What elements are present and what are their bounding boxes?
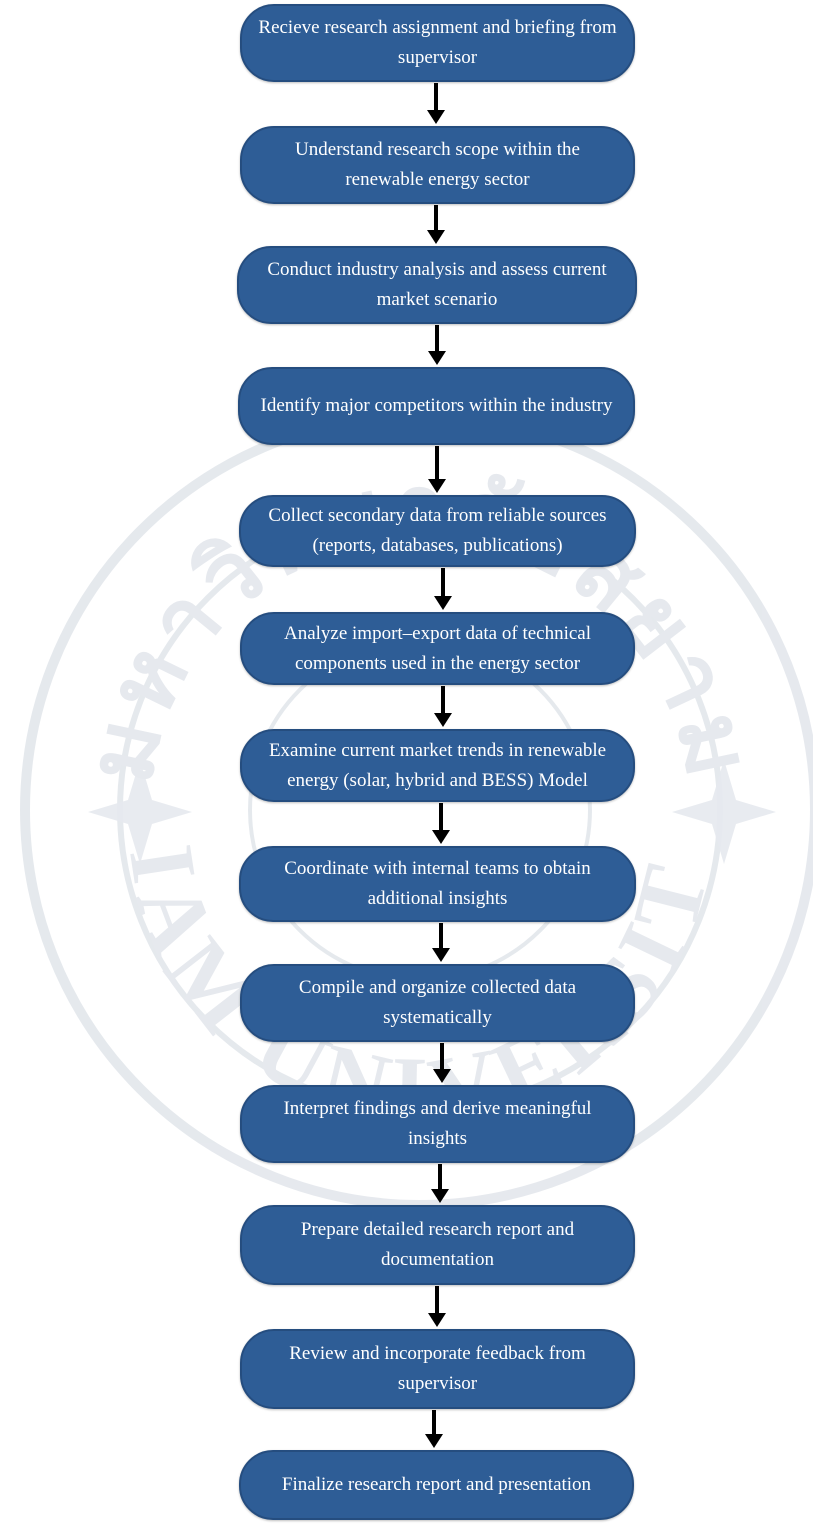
step-7-label: Examine current market trends in renewab…	[268, 739, 607, 791]
arrowhead-1-icon	[427, 110, 445, 124]
step-2-box: Understand research scope within the ren…	[240, 126, 635, 204]
step-12-label: Review and incorporate feedback from sup…	[289, 1343, 586, 1394]
step-13-label: Finalize research report and presentatio…	[281, 1474, 592, 1495]
step-6-box: Analyze import–export data of technical …	[240, 612, 635, 685]
arrowhead-9-icon	[433, 1069, 451, 1083]
arrowhead-8-icon	[432, 948, 450, 962]
step-11-box: Prepare detailed research report and doc…	[240, 1205, 635, 1285]
step-9-label: Compile and organize collected data syst…	[298, 977, 577, 1028]
arrowhead-2-icon	[427, 230, 445, 244]
arrowhead-4-icon	[428, 479, 446, 493]
sun-emblem-right-icon	[672, 760, 776, 864]
step-8-label: Coordinate with internal teams to obtain…	[284, 858, 591, 909]
arrowhead-3-icon	[428, 351, 446, 365]
arrowhead-5-icon	[434, 596, 452, 610]
arrowhead-12-icon	[425, 1434, 443, 1448]
step-4-label: Identify major competitors within the in…	[260, 395, 613, 416]
step-4-box: Identify major competitors within the in…	[238, 367, 635, 445]
sun-emblem-left-icon	[88, 760, 192, 864]
step-10-box: Interpret findings and derive meaningful…	[240, 1085, 635, 1163]
step-9-box: Compile and organize collected data syst…	[240, 964, 635, 1042]
step-8-box: Coordinate with internal teams to obtain…	[239, 846, 636, 922]
step-12-box: Review and incorporate feedback from sup…	[240, 1329, 635, 1409]
step-11-label: Prepare detailed research report and doc…	[300, 1219, 575, 1270]
step-5-box: Collect secondary data from reliable sou…	[239, 495, 636, 567]
arrowhead-10-icon	[431, 1189, 449, 1203]
step-2-label: Understand research scope within the ren…	[295, 139, 580, 190]
step-3-box: Conduct industry analysis and assess cur…	[237, 246, 637, 324]
step-1-label: Recieve research assignment and briefing…	[258, 17, 617, 68]
step-13-box: Finalize research report and presentatio…	[239, 1450, 634, 1520]
step-7-box: Examine current market trends in renewab…	[240, 729, 635, 802]
arrowhead-6-icon	[434, 713, 452, 727]
step-5-label: Collect secondary data from reliable sou…	[268, 505, 607, 556]
step-10-label: Interpret findings and derive meaningful…	[283, 1098, 592, 1149]
step-3-label: Conduct industry analysis and assess cur…	[267, 259, 607, 310]
arrowhead-7-icon	[432, 830, 450, 844]
step-6-label: Analyze import–export data of technical …	[283, 622, 592, 674]
arrowhead-11-icon	[428, 1313, 446, 1327]
step-1-box: Recieve research assignment and briefing…	[240, 4, 635, 82]
